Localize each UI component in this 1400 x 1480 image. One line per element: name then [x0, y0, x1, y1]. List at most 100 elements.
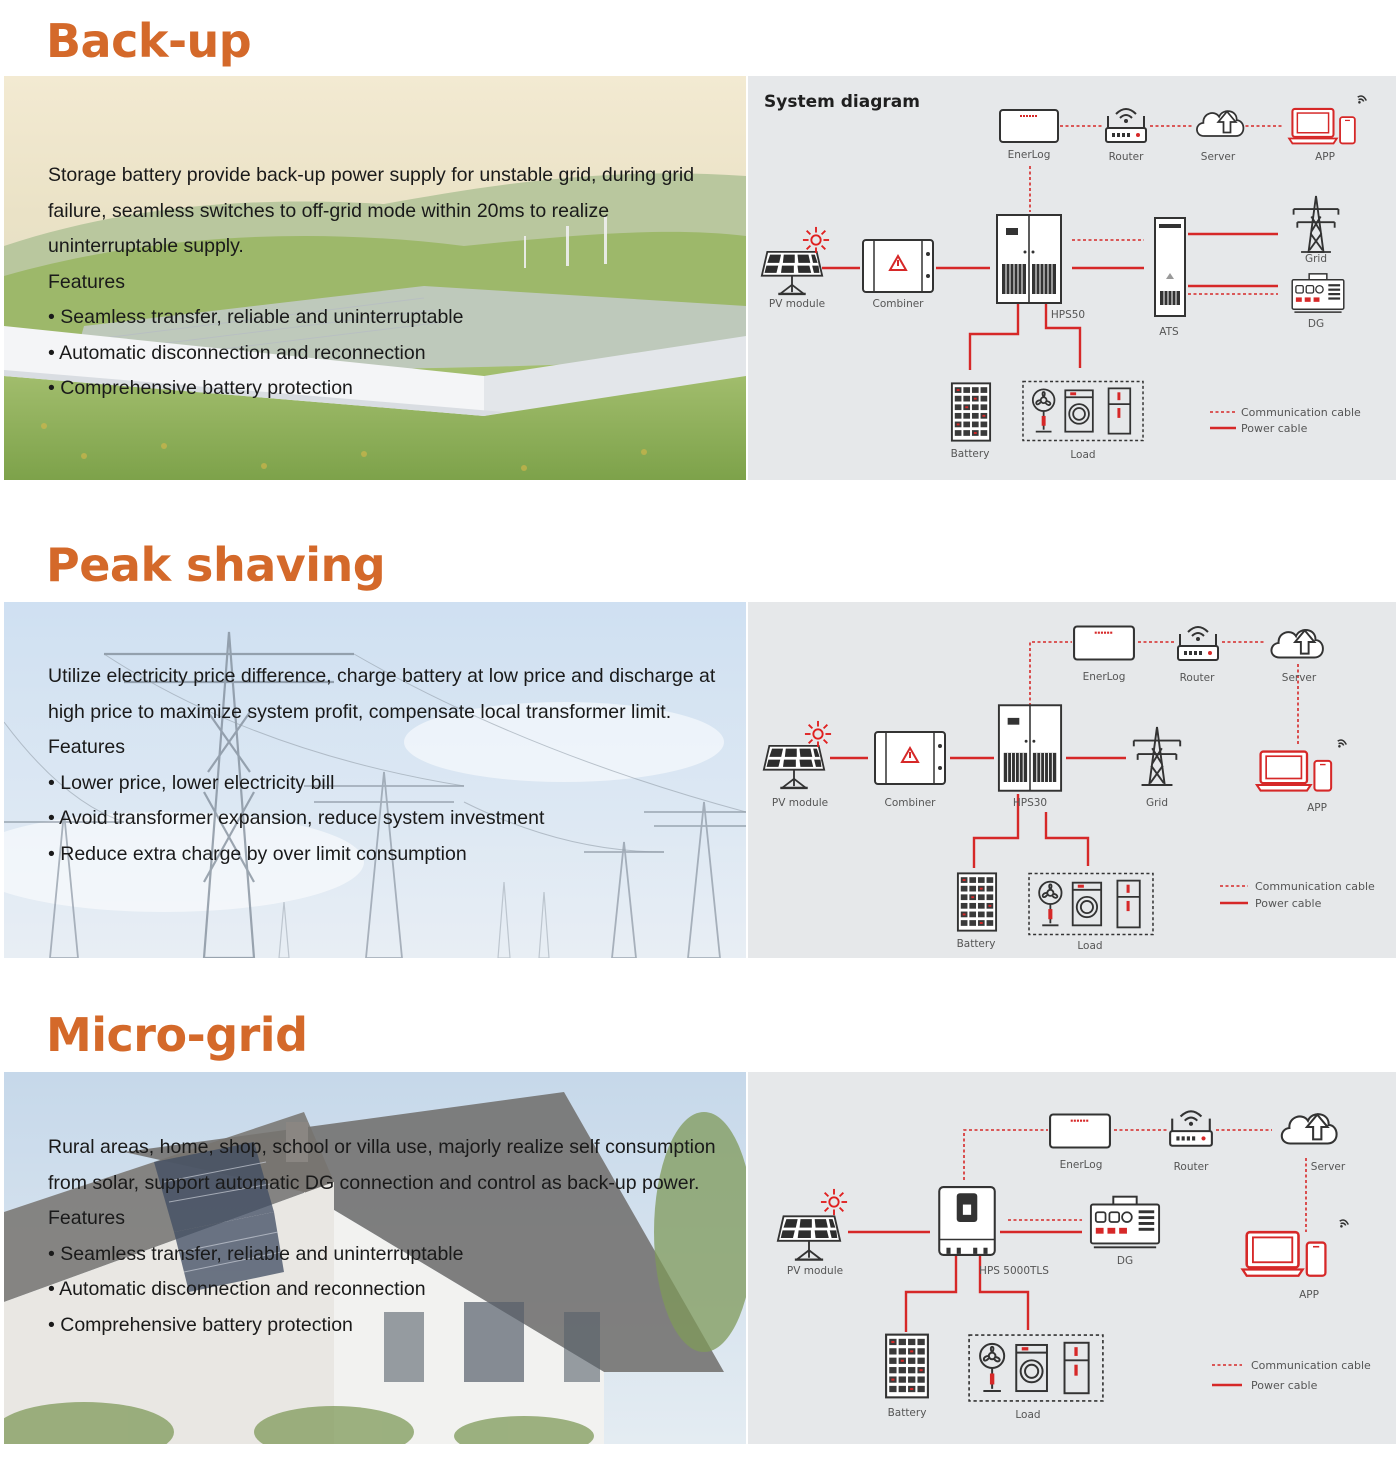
cloud-upload-icon — [1280, 1113, 1338, 1145]
inverter-cabinet-icon — [997, 704, 1063, 792]
wifi-icon — [1336, 739, 1348, 748]
laptop-phone-app-icon — [1241, 1230, 1327, 1278]
label-load: Load — [1070, 449, 1095, 461]
label-hps: HPS50 — [1051, 309, 1085, 321]
label-grid: Grid — [1305, 253, 1327, 265]
transmission-tower-icon — [1132, 726, 1182, 786]
battery-rack-icon — [885, 1333, 929, 1399]
backup-features-heading: Features — [48, 270, 125, 293]
label-pv-module: PV module — [787, 1265, 843, 1277]
label-combiner: Combiner — [873, 298, 925, 310]
diagram-title: System diagram — [764, 92, 920, 112]
label-server: Server — [1282, 672, 1317, 684]
household-load-icon — [1028, 872, 1154, 936]
label-enerlog: EnerLog — [1083, 671, 1126, 683]
communication-cables — [1029, 125, 1282, 295]
backup-feature-list: Seamless transfer, reliable and uninterr… — [48, 300, 716, 407]
backup-system-diagram: System diagram — [748, 76, 1396, 480]
feature-item: Seamless transfer, reliable and uninterr… — [48, 1237, 716, 1273]
legend-power: Power cable — [1251, 1379, 1318, 1392]
label-dg: DG — [1308, 318, 1324, 330]
transmission-tower-icon — [1292, 195, 1340, 253]
cloud-upload-icon — [1196, 110, 1245, 137]
feature-item: Lower price, lower electricity bill — [48, 766, 716, 802]
power-cables — [848, 1230, 1082, 1332]
label-app: APP — [1307, 802, 1327, 814]
datalogger-icon — [1049, 1113, 1111, 1149]
datalogger-icon — [1073, 625, 1135, 661]
label-ats: ATS — [1159, 326, 1179, 338]
label-pv-module: PV module — [769, 298, 825, 310]
micro-grid-system-diagram: EnerLog Router Server APP PV module HPS … — [748, 1072, 1396, 1444]
power-cables — [822, 232, 1278, 370]
legend-power: Power cable — [1255, 897, 1322, 910]
micro-grid-features-heading: Features — [48, 1207, 125, 1229]
label-hps: HPS30 — [1013, 797, 1047, 809]
label-app: APP — [1315, 151, 1335, 163]
feature-item: Comprehensive battery protection — [48, 371, 716, 407]
combiner-box-icon — [862, 239, 934, 293]
peak-shaving-system-diagram: EnerLog Router Server APP PV module Comb… — [748, 602, 1396, 958]
label-router: Router — [1174, 1161, 1209, 1173]
household-load-icon — [1022, 380, 1144, 442]
sun-icon — [804, 720, 832, 748]
peak-shaving-features-heading: Features — [48, 736, 125, 758]
feature-item: Automatic disconnection and reconnection — [48, 336, 716, 372]
label-router: Router — [1109, 151, 1144, 163]
section-title-micro-grid: Micro-grid — [46, 1008, 308, 1062]
battery-rack-icon — [950, 382, 992, 442]
solar-panel-icon — [762, 744, 826, 790]
peak-shaving-photo-panel: Utilize electricity price difference, ch… — [4, 602, 746, 958]
micro-grid-text-block: Rural areas, home, shop, school or villa… — [48, 1130, 716, 1343]
label-server: Server — [1201, 151, 1236, 163]
label-battery: Battery — [888, 1407, 927, 1419]
backup-description: Storage battery provide back-up power su… — [48, 164, 695, 257]
diagram-legend: Communication cable Power cable — [1220, 880, 1375, 910]
power-cables — [830, 756, 1126, 868]
label-battery: Battery — [951, 448, 990, 460]
label-load: Load — [1077, 940, 1102, 952]
peak-shaving-text-block: Utilize electricity price difference, ch… — [48, 659, 716, 872]
section-title-peak-shaving: Peak shaving — [46, 538, 386, 592]
laptop-phone-app-icon — [1255, 750, 1333, 792]
section-title-backup: Back-up — [46, 14, 252, 68]
peak-shaving-feature-list: Lower price, lower electricity bill Avoi… — [48, 766, 716, 873]
legend-power: Power cable — [1241, 422, 1308, 435]
label-pv-module: PV module — [772, 797, 828, 809]
backup-photo-panel: Storage battery provide back-up power su… — [4, 76, 746, 480]
generator-icon — [1089, 1195, 1161, 1249]
label-combiner: Combiner — [885, 797, 937, 809]
feature-item: Seamless transfer, reliable and uninterr… — [48, 300, 716, 336]
label-grid: Grid — [1146, 797, 1168, 809]
hybrid-inverter-icon — [938, 1186, 996, 1256]
micro-grid-feature-list: Seamless transfer, reliable and uninterr… — [48, 1237, 716, 1344]
diagram-legend: Communication cable Power cable — [1210, 406, 1361, 435]
feature-item: Automatic disconnection and reconnection — [48, 1272, 716, 1308]
label-hps: HPS 5000TLS — [979, 1265, 1049, 1277]
label-app: APP — [1299, 1289, 1319, 1301]
label-enerlog: EnerLog — [1008, 149, 1051, 161]
legend-communication: Communication cable — [1241, 406, 1361, 419]
combiner-box-icon — [874, 731, 946, 785]
label-server: Server — [1311, 1161, 1346, 1173]
datalogger-icon — [999, 109, 1059, 143]
router-icon — [1105, 108, 1147, 143]
label-battery: Battery — [957, 938, 996, 950]
router-icon — [1177, 626, 1219, 661]
laptop-phone-app-icon — [1287, 107, 1357, 145]
wifi-icon — [1338, 1219, 1350, 1228]
battery-rack-icon — [956, 872, 998, 932]
sun-icon — [820, 1188, 848, 1216]
feature-item: Comprehensive battery protection — [48, 1308, 716, 1344]
solar-panel-icon — [760, 250, 824, 296]
feature-item: Avoid transformer expansion, reduce syst… — [48, 801, 716, 837]
micro-grid-description: Rural areas, home, shop, school or villa… — [48, 1136, 716, 1194]
communication-cables — [1029, 641, 1299, 746]
legend-communication: Communication cable — [1255, 880, 1375, 893]
household-load-icon — [968, 1334, 1104, 1402]
label-router: Router — [1180, 672, 1215, 684]
sun-icon — [802, 226, 830, 254]
feature-item: Reduce extra charge by over limit consum… — [48, 837, 716, 873]
label-load: Load — [1015, 1409, 1040, 1421]
backup-text-block: Storage battery provide back-up power su… — [48, 158, 716, 407]
